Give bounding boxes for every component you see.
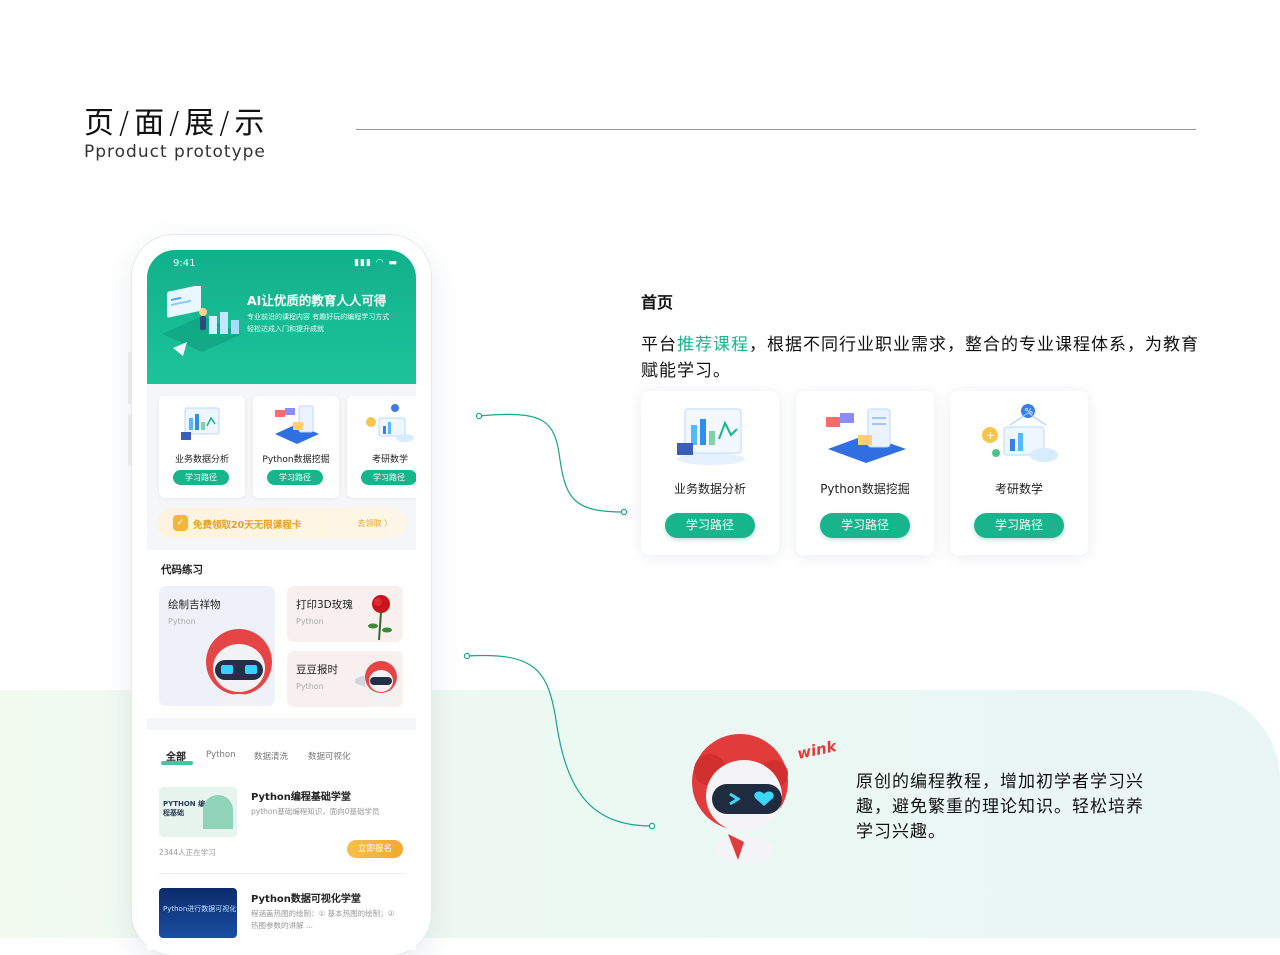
section-title: 代码练习 (161, 564, 203, 576)
code-card-lang: Python (296, 682, 324, 691)
code-card-clock[interactable]: 豆豆报时 Python (287, 651, 403, 707)
desc-text: ，根据不同行业职业需求，整合的专业课程体系，为教育赋能学习。 (641, 335, 1199, 381)
hero-banner: 9:41 ▮▮▮ ◠ ▬ AI让优质的教育人人可得 专业前沿的课程内容 有趣好玩… (147, 250, 416, 384)
badge-icon: ✓ (173, 515, 188, 531)
code-card-title: 绘制吉祥物 (168, 599, 221, 611)
hero-subtitle-2: 轻松达成入门和提升成就 (247, 325, 324, 333)
tab-underline (161, 761, 193, 765)
mini-card-math[interactable]: 考研数学 学习路径 (347, 396, 416, 498)
tab-data-cleaning[interactable]: 数据清洗 (254, 752, 289, 762)
mini-card-python-mining[interactable]: Python数据挖掘 学习路径 (253, 396, 339, 498)
data-mining-icon (275, 405, 319, 444)
enroll-button[interactable]: 立即报名 (347, 840, 403, 858)
mini-card-label: Python数据挖掘 (262, 455, 330, 465)
phone-screen: 9:41 ▮▮▮ ◠ ▬ AI让优质的教育人人可得 专业前沿的课程内容 有趣好玩… (147, 250, 416, 950)
card-label: 考研数学 (994, 482, 1043, 496)
mini-card-label: 考研数学 (371, 455, 408, 465)
math-icon: % + (982, 404, 1058, 462)
promo-claim-link[interactable]: 去领取 〉 (357, 519, 392, 528)
promo-banner[interactable]: ✓ 免费领取20天无限课程卡 去领取 〉 (157, 508, 406, 538)
tab-data-visualization[interactable]: 数据可视化 (308, 752, 351, 762)
course-list-section: 全部 Python 数据清洗 数据可视化 PYTHON 编程基础 Python编… (147, 730, 416, 950)
data-dashboard-icon (677, 408, 745, 465)
course-card-math[interactable]: % + 考研数学 学习路径 (950, 391, 1088, 555)
math-icon (366, 404, 414, 442)
course-card-python-mining[interactable]: Python数据挖掘 学习路径 (796, 391, 934, 555)
thumbnail-decoration (203, 795, 233, 829)
phone-side-button (128, 414, 132, 466)
status-icons: ▮▮▮ ◠ ▬ (354, 258, 398, 268)
hero-title: AI让优质的教育人人可得 (247, 293, 387, 308)
data-dashboard-icon (181, 407, 220, 440)
learning-path-button[interactable]: 学习路径 (665, 513, 755, 538)
robot-megaphone-icon (355, 661, 397, 706)
card-label: Python数据挖掘 (820, 482, 910, 496)
phone-side-button (128, 352, 132, 404)
learning-path-button[interactable]: 学习路径 (173, 470, 229, 485)
code-card-lang: Python (168, 617, 196, 626)
learning-path-button[interactable]: 学习路径 (820, 513, 910, 538)
tab-all[interactable]: 全部 (166, 752, 186, 763)
home-description: 平台推荐课程，根据不同行业职业需求，整合的专业课程体系，为教育赋能学习。 (641, 332, 1201, 384)
course-title[interactable]: Python编程基础学堂 (251, 792, 351, 803)
robot-mascot-icon (206, 629, 272, 706)
promo-text: 免费领取20天无限课程卡 (193, 520, 302, 531)
svg-text:+: + (986, 429, 995, 442)
learning-path-button[interactable]: 学习路径 (267, 470, 323, 485)
code-practice-section: 代码练习 绘制吉祥物 Python 打印3D玫瑰 Python (147, 550, 416, 718)
card-label: 业务数据分析 (673, 482, 746, 496)
code-card-mascot[interactable]: 绘制吉祥物 Python (159, 586, 275, 706)
code-card-title: 打印3D玫瑰 (296, 599, 353, 611)
learning-path-button[interactable]: 学习路径 (361, 470, 416, 485)
rose-icon (368, 595, 392, 641)
course-learners: 2344人正在学习 (159, 848, 216, 857)
mini-card-label: 业务数据分析 (174, 455, 229, 465)
tab-python[interactable]: Python (206, 750, 236, 760)
course-card-business-analysis[interactable]: 业务数据分析 学习路径 (641, 391, 779, 555)
page-title: 页/面/展/示 (84, 106, 270, 141)
desc-highlight: 推荐课程 (677, 335, 749, 355)
data-mining-icon (826, 408, 906, 463)
thumbnail-text: Python进行数据可视化 (163, 905, 237, 913)
course-thumbnail[interactable]: PYTHON 编程基础 (159, 787, 237, 837)
desc-text: 平台 (641, 335, 677, 355)
page-subtitle: Pproduct prototype (84, 142, 266, 162)
mascot-description: 原创的编程教程，增加初学者学习兴趣，避免繁重的理论知识。轻松培养学习兴趣。 (856, 772, 1144, 842)
svg-text:%: % (1025, 408, 1034, 418)
course-description: python基础编程知识，面向0基础学员 (251, 807, 380, 816)
mini-card-business-analysis[interactable]: 业务数据分析 学习路径 (159, 396, 245, 498)
learning-path-button[interactable]: 学习路径 (974, 513, 1064, 538)
course-title[interactable]: Python数据可视化学堂 (251, 894, 361, 905)
header-divider (356, 129, 1196, 130)
list-divider (159, 873, 405, 874)
thumbnail-text: PYTHON 编程基础 (163, 800, 206, 817)
code-card-lang: Python (296, 617, 324, 626)
robot-mascot-wink-icon (692, 734, 788, 864)
course-thumbnail[interactable]: Python进行数据可视化 (159, 888, 237, 938)
code-card-3d-rose[interactable]: 打印3D玫瑰 Python (287, 586, 403, 642)
hero-illustration-icon (162, 286, 242, 356)
section-title-home: 首页 (641, 293, 674, 312)
status-time: 9:41 (173, 258, 196, 269)
code-card-title: 豆豆报时 (296, 664, 338, 676)
course-description: 程涵盖热图的绘制：① 基本热图的绘制；②热图参数的讲解 ... (251, 909, 395, 930)
hero-subtitle-1: 专业前沿的课程内容 有趣好玩的编程学习方式 (247, 313, 390, 321)
